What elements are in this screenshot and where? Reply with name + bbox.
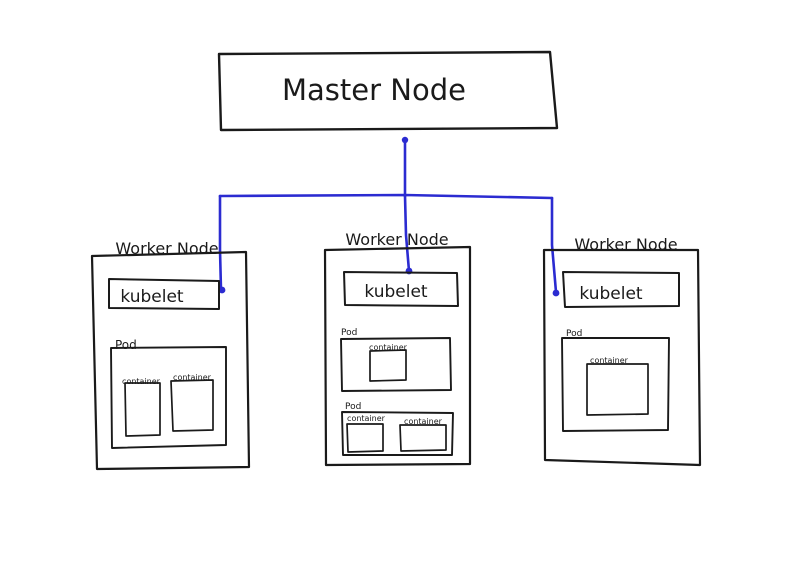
master-node-box	[217, 50, 559, 132]
worker-node-1-container-1-box[interactable]	[124, 382, 161, 437]
bus-line	[218, 193, 554, 200]
worker-node-2-pod-2-container-1-label: container	[347, 414, 386, 423]
worker-node-3: Worker Node kubelet Pod container	[542, 235, 702, 467]
worker-node-3-title: Worker Node	[574, 235, 677, 254]
worker-node-2-pod-1-label: Pod	[341, 328, 357, 338]
worker-node-3-box	[542, 248, 702, 467]
worker-node-1-title: Worker Node	[115, 239, 218, 258]
worker-node-1-container-1-label: container	[122, 377, 161, 386]
worker-node-3-kubelet-label: kubelet	[579, 284, 643, 304]
worker-node-2-pod-2-container-2-label: container	[404, 417, 443, 426]
worker-node-2-pod-2-container-2-box[interactable]	[399, 424, 447, 452]
worker-1-connector-dot	[218, 286, 226, 294]
worker-node-1-kubelet-label: kubelet	[120, 287, 184, 307]
worker-node-3-kubelet-box[interactable]	[562, 271, 680, 308]
bus-to-worker-3-line	[550, 196, 558, 294]
worker-node-2: Worker Node kubelet Pod container Pod co…	[323, 230, 472, 467]
bus-to-worker-1-line	[218, 194, 223, 292]
worker-node-3-container-box[interactable]	[586, 363, 649, 416]
worker-node-2-pod-1-box[interactable]	[340, 337, 452, 392]
master-connector-dot	[401, 136, 409, 144]
connectors	[218, 136, 560, 297]
worker-node-1-container-2-box[interactable]	[170, 379, 214, 432]
worker-node-1-pod-label: Pod	[115, 338, 137, 352]
worker-node-2-pod-1-container-box[interactable]	[369, 349, 407, 382]
worker-node-1: Worker Node kubelet Pod container contai…	[90, 239, 251, 471]
bus-to-worker-2-line	[403, 194, 411, 273]
worker-3-connector-dot	[552, 289, 560, 297]
worker-node-1-container-2-label: container	[173, 373, 212, 382]
worker-node-3-container-label: container	[590, 356, 629, 365]
worker-node-1-box	[90, 250, 251, 471]
master-node-label: Master Node	[282, 73, 466, 107]
master-node: Master Node	[217, 50, 559, 132]
worker-node-2-pod-2-box[interactable]	[341, 411, 454, 456]
worker-node-2-kubelet-label: kubelet	[364, 282, 428, 302]
worker-node-3-pod-label: Pod	[566, 329, 582, 339]
worker-node-2-pod-1-container-label: container	[369, 343, 408, 352]
worker-node-1-pod-box[interactable]	[110, 346, 227, 449]
worker-node-2-pod-2-label: Pod	[345, 402, 361, 412]
worker-node-2-pod-2-container-1-box[interactable]	[346, 423, 384, 453]
worker-node-3-pod-box[interactable]	[561, 337, 670, 432]
worker-node-2-title: Worker Node	[345, 230, 448, 249]
worker-node-1-kubelet-box[interactable]	[108, 278, 220, 310]
worker-node-2-box	[323, 245, 472, 467]
worker-node-2-kubelet-box[interactable]	[343, 271, 459, 307]
